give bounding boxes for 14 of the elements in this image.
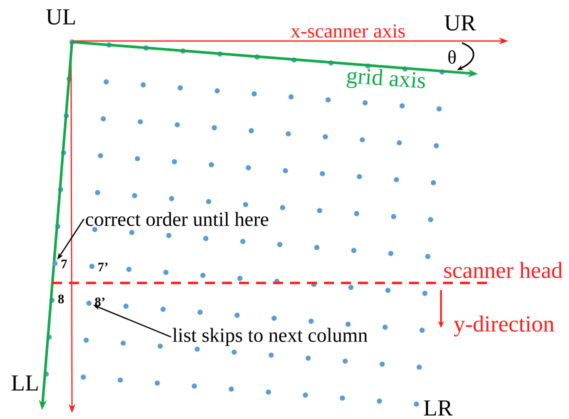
corner-label: LL bbox=[12, 375, 38, 391]
point-number: 7’ bbox=[98, 262, 108, 272]
point-number: 7 bbox=[62, 260, 67, 268]
axis-label: grid axis bbox=[346, 69, 425, 88]
corner-label: LR bbox=[424, 400, 453, 416]
point-number: 8 bbox=[58, 294, 64, 304]
corner-label: UL bbox=[46, 9, 75, 25]
angle-label: θ bbox=[448, 50, 456, 64]
note-text: correct order until here bbox=[86, 212, 268, 226]
note-text: list skips to next column bbox=[172, 328, 368, 346]
axis-label: x-scanner axis bbox=[290, 24, 405, 38]
corner-label: UR bbox=[444, 15, 476, 31]
direction-label: y-direction bbox=[454, 316, 554, 336]
line-label: scanner head bbox=[444, 262, 562, 278]
